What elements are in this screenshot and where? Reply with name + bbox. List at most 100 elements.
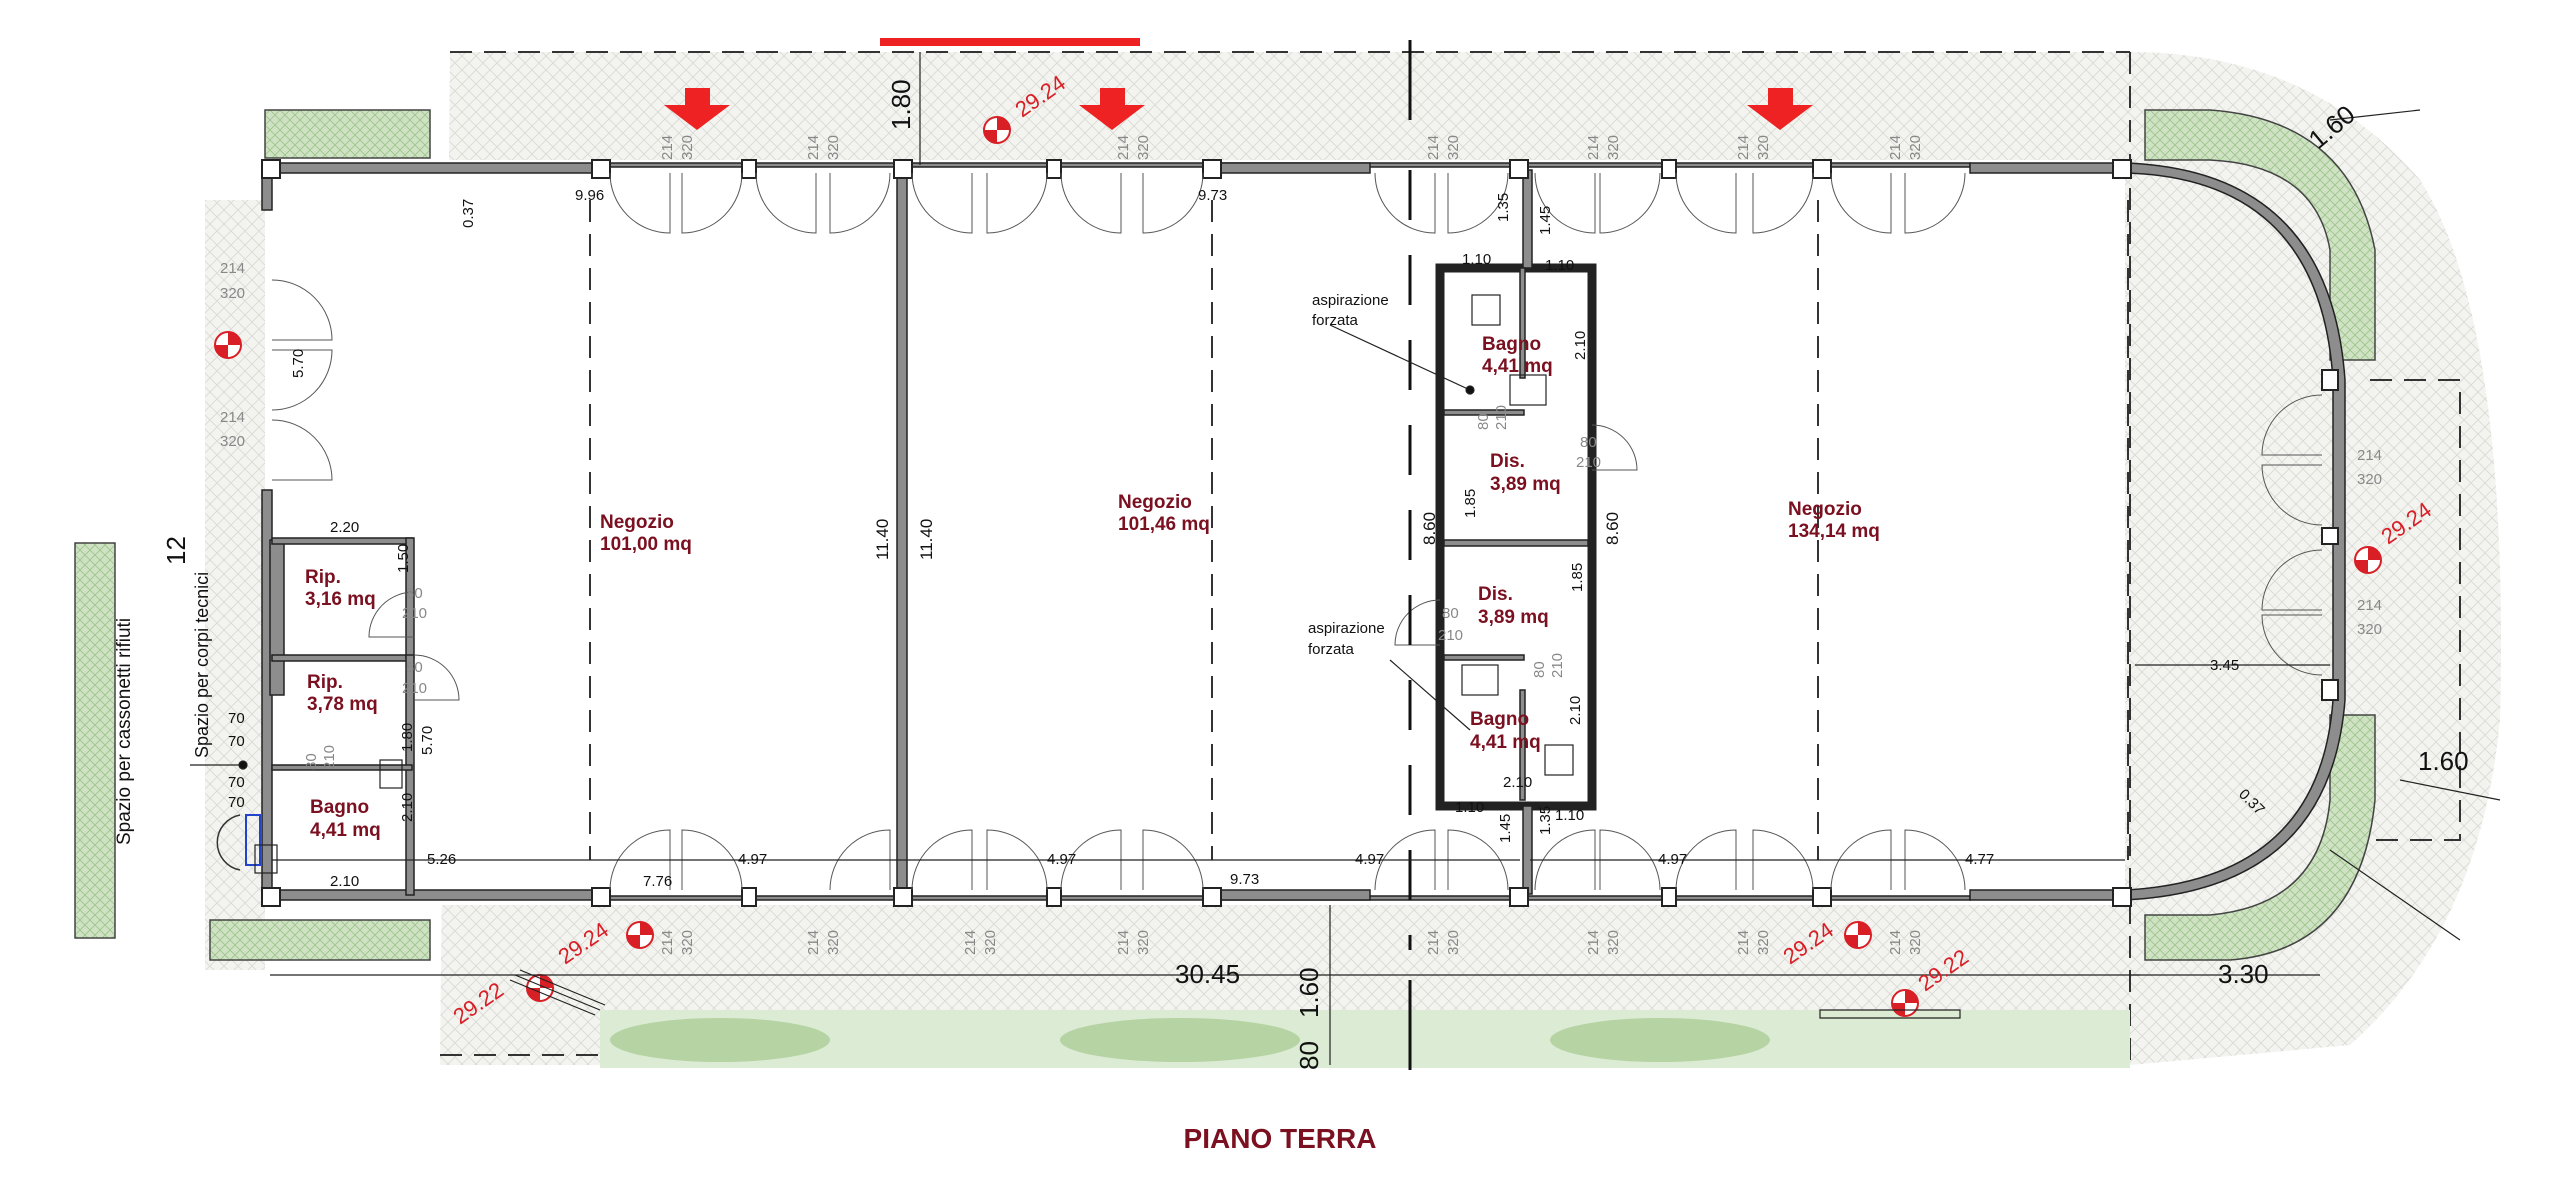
dim-7-76: 7.76	[643, 873, 672, 890]
dim-3-45: 3.45	[2210, 657, 2239, 674]
door-dw: 80	[303, 753, 320, 770]
room-area-negozio-c: 134,14 mq	[1788, 521, 1880, 542]
door-h: 320	[1135, 135, 1152, 160]
door-w: 214	[1887, 135, 1904, 160]
door-dh: 210	[1576, 454, 1601, 471]
dim-1-35-b: 1.35	[1537, 806, 1554, 835]
door-h: 320	[825, 930, 842, 955]
room-name-rip-2: Rip.	[307, 672, 343, 693]
dim-4-77: 4.77	[1965, 851, 1994, 868]
door-w: 214	[659, 135, 676, 160]
dim-11-40-b: 11.40	[917, 519, 936, 560]
notes: aspirazione forzata aspirazione forzata …	[114, 292, 1389, 845]
dim-11-40-a: 11.40	[873, 519, 892, 560]
room-area-rip-2: 3,78 mq	[307, 694, 378, 715]
stair	[216, 814, 261, 871]
door-h: 320	[220, 285, 245, 302]
leader-lines	[190, 324, 1475, 770]
dim-9-73-bot: 9.73	[1230, 871, 1259, 888]
dim-9-96: 9.96	[575, 187, 604, 204]
dim-4-97-a: 4.97	[738, 851, 767, 868]
door-h: 320	[1907, 930, 1924, 955]
dim-1-80-left: 1.80	[399, 723, 416, 752]
dim-2-10-e: 2.10	[330, 873, 359, 890]
dim-2-10-d: 2.10	[399, 793, 416, 822]
dim-1-10-c: 1.10	[1455, 799, 1484, 816]
dim-5-70-a: 5.70	[290, 349, 307, 378]
door-swings	[271, 172, 2323, 891]
door-h: 320	[1605, 930, 1622, 955]
level-marker-icon	[983, 116, 1011, 144]
note-forzata-2: forzata	[1308, 641, 1355, 658]
level-marker-icon	[214, 331, 242, 359]
dim-8-60-b: 8.60	[1603, 512, 1622, 545]
room-area-bagno-top: 4,41 mq	[1482, 356, 1553, 377]
room-name-dis-top: Dis.	[1490, 451, 1525, 472]
room-area-rip-1: 3,16 mq	[305, 589, 376, 610]
note-corpi-tecnici: Spazio per corpi tecnici	[192, 572, 212, 758]
level-marker-icon	[1891, 989, 1919, 1017]
level-marker-icon	[1844, 921, 1872, 949]
door-w: 214	[2357, 447, 2382, 464]
room-area-bagno-left: 4,41 mq	[310, 820, 381, 841]
dim-70-d: 70	[228, 794, 245, 811]
room-name-bagno-top: Bagno	[1482, 334, 1541, 355]
dim-4-97-b: 4.97	[1047, 851, 1076, 868]
door-dh: 210	[1549, 653, 1566, 678]
dim-1-50: 1.50	[395, 544, 412, 573]
door-w: 214	[1735, 930, 1752, 955]
ramps	[509, 969, 1961, 1019]
door-w: 214	[1585, 135, 1602, 160]
room-name-dis-bot: Dis.	[1478, 584, 1513, 605]
room-area-negozio-a: 101,00 mq	[600, 534, 692, 555]
door-w: 214	[1585, 930, 1602, 955]
door-w: 214	[1425, 930, 1442, 955]
dim-70-c: 70	[228, 774, 245, 791]
dim-1-60-bot: 1.60	[1294, 967, 1324, 1018]
dim-4-97-d: 4.97	[1658, 851, 1687, 868]
door-h: 320	[1445, 930, 1462, 955]
dim-1-35-top: 1.35	[1495, 193, 1512, 222]
room-area-dis-top: 3,89 mq	[1490, 474, 1561, 495]
dimension-labels: 1.80 0.37 9.96 9.73 1.35 1.45 1.10 1.10 …	[161, 79, 2469, 1070]
note-cassonetti: Spazio per cassonetti rifiuti	[114, 618, 135, 845]
room-name-bagno-bot: Bagno	[1470, 709, 1529, 730]
dim-30-45: 30.45	[1175, 959, 1240, 989]
dim-5-70-b: 5.70	[419, 726, 436, 755]
dim-2-10-b: 2.10	[1567, 696, 1584, 725]
dim-1-80-top: 1.80	[886, 79, 916, 130]
door-h: 320	[1907, 135, 1924, 160]
dim-12: 12	[161, 536, 191, 565]
dim-4-97-c: 4.97	[1355, 851, 1384, 868]
dim-70-a: 70	[228, 710, 245, 727]
arrow-down-icon	[1747, 88, 1813, 130]
dim-9-73-top: 9.73	[1198, 187, 1227, 204]
door-w: 214	[1735, 135, 1752, 160]
room-name-negozio-a: Negozio	[600, 512, 674, 533]
door-h: 320	[679, 930, 696, 955]
door-h: 320	[1605, 135, 1622, 160]
dim-0-37-top: 0.37	[460, 199, 477, 228]
door-w: 214	[659, 930, 676, 955]
dimension-lines	[270, 52, 2501, 1065]
door-h: 320	[1755, 135, 1772, 160]
door-h: 320	[1445, 135, 1462, 160]
door-dw: 80	[1475, 413, 1492, 430]
door-dw: 80	[1580, 434, 1597, 451]
dim-1-10-b: 1.10	[1545, 257, 1574, 274]
door-h: 320	[1135, 930, 1152, 955]
dim-3-30: 3.30	[2218, 959, 2269, 989]
door-h: 320	[2357, 471, 2382, 488]
room-name-bagno-left: Bagno	[310, 797, 369, 818]
door-w: 214	[962, 930, 979, 955]
building-walls	[261, 160, 2346, 905]
door-dw: 80	[1442, 605, 1459, 622]
door-w: 214	[220, 409, 245, 426]
dim-2-10-a: 2.10	[1572, 331, 1589, 360]
note-aspirazione-2: aspirazione	[1308, 620, 1385, 637]
door-h: 320	[2357, 621, 2382, 638]
door-dh: 210	[402, 680, 427, 697]
door-h: 320	[982, 930, 999, 955]
dim-1-60-right-low: 1.60	[2418, 746, 2469, 776]
room-labels: Negozio 101,00 mq Negozio 101,46 mq Nego…	[305, 334, 1880, 841]
